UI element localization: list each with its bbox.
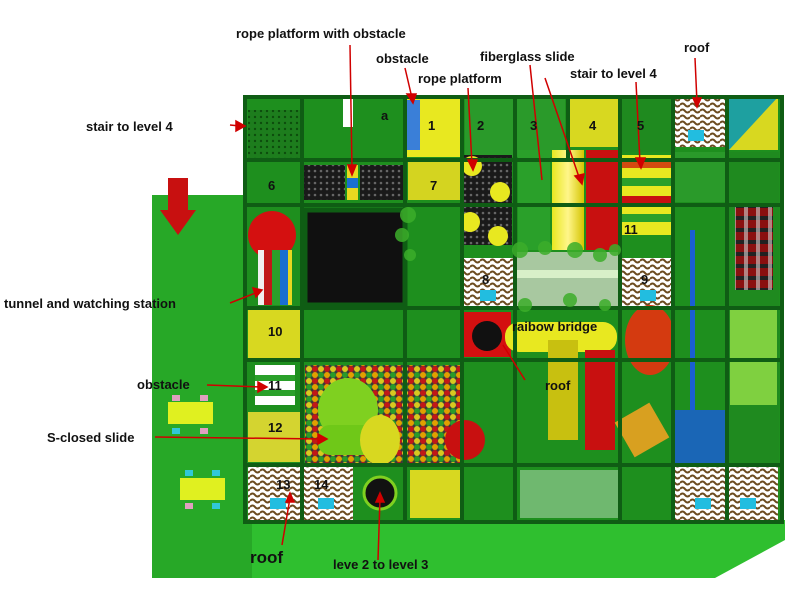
tunnel-red-dome — [248, 211, 296, 259]
zone-12-block — [248, 412, 300, 462]
stair-right-band-4 — [622, 214, 672, 222]
chair-8 — [212, 503, 220, 509]
zone-8-panel — [480, 290, 496, 301]
zone-label-9: 9 — [641, 272, 649, 287]
annotation-arrows — [154, 44, 703, 561]
rope-net-b — [360, 165, 405, 200]
fiberglass-slide-red — [586, 150, 620, 250]
roof-bottom-right-panel-a — [695, 498, 711, 509]
label-roof-top: roof — [684, 40, 710, 55]
zone-5-block — [621, 97, 671, 152]
zone-label-12: 12 — [268, 420, 283, 435]
roof-bottom-panel-14 — [318, 498, 334, 509]
stair-top-left — [248, 110, 300, 162]
chair-4 — [200, 428, 208, 434]
zone-11-obstacle-stripe — [255, 375, 295, 381]
zone-label-5: 5 — [637, 118, 645, 133]
label-stair-to-level-4-left: stair to level 4 — [86, 119, 173, 134]
frame-grid — [243, 95, 784, 524]
zone-label-6: 6 — [268, 178, 276, 193]
red-box-hole — [472, 321, 502, 351]
red-capsule — [625, 305, 675, 375]
label-rope-platform: rope platform — [418, 71, 502, 86]
zone-3-block — [515, 97, 565, 157]
chair-3 — [172, 428, 180, 434]
zone-label-4: 4 — [589, 118, 597, 133]
label-roof-mid: roof — [545, 378, 571, 393]
yellow-tube-horizontal — [505, 322, 617, 352]
tunnel-tube — [258, 250, 292, 305]
stripe-panel-right — [730, 310, 777, 405]
dark-pit — [305, 210, 405, 305]
zone-label-a: a — [381, 108, 389, 123]
blue-pole — [690, 230, 695, 410]
zone-label-2: 2 — [477, 118, 485, 133]
roof-top-right-panel — [688, 130, 704, 141]
zone-11-obstacle-stripe2 — [255, 390, 295, 396]
table-bottom — [180, 478, 225, 500]
zone-9-panel — [640, 290, 656, 301]
stair-right-band-3 — [622, 196, 672, 204]
zone-1-blue-tube — [406, 100, 420, 150]
zone-label-13: 13 — [276, 477, 291, 492]
chair-7 — [185, 503, 193, 509]
zone-label-11: 11 — [268, 378, 282, 393]
zone-label-1: 1 — [428, 118, 436, 133]
mid-right-block — [675, 410, 725, 465]
rainbow-bridge-stripe — [515, 270, 620, 278]
s-slide-lower — [360, 415, 400, 465]
stair-right-band-2 — [622, 178, 672, 186]
structure-notch — [343, 97, 353, 127]
label-obstacle-top: obstacle — [376, 51, 429, 66]
rope-net-a — [303, 165, 345, 200]
label-roof-bottom: roof — [250, 548, 284, 567]
rope-obstacle-post-blue — [347, 178, 358, 188]
label-raibow-bridge: raibow bridge — [512, 319, 598, 334]
zone-label-7: 7 — [430, 178, 438, 193]
zone-label-14: 14 — [314, 477, 329, 492]
zone-7-block — [408, 158, 460, 200]
label-s-closed-slide: S-closed slide — [47, 430, 135, 445]
zone-label-10: 10 — [268, 324, 283, 339]
plaid-panel — [735, 205, 773, 290]
zone-6-block — [248, 165, 300, 203]
mid-lower-panel — [614, 402, 670, 458]
rope-disc-3 — [460, 212, 480, 232]
fiberglass-slide-yellow — [552, 150, 584, 250]
rope-disc-4 — [488, 226, 508, 246]
label-stair-to-level-4-right: stair to level 4 — [570, 66, 657, 81]
rope-disc-2 — [490, 182, 510, 202]
chair-2 — [200, 395, 208, 401]
roof-bottom-right-panel-b — [740, 498, 756, 509]
bottom-mid-block — [410, 470, 460, 518]
bottom-green-tubes — [520, 470, 620, 518]
zone-2-block — [465, 97, 513, 157]
label-tunnel-and-watching-station: tunnel and watching station — [4, 296, 176, 311]
table-top — [168, 402, 213, 424]
label-rope-platform-with-obstacle: rope platform with obstacle — [236, 26, 406, 41]
zone-4-block — [567, 97, 619, 147]
chair-6 — [212, 470, 220, 476]
entrance-arrow — [160, 178, 196, 235]
zone-label-11b: 11 — [624, 222, 638, 237]
zone-10-block — [248, 310, 300, 358]
chair-1 — [172, 395, 180, 401]
zone-label-8: 8 — [482, 272, 490, 287]
stair-right-band-1 — [622, 160, 672, 168]
foliage — [395, 207, 621, 312]
zone-label-3: 3 — [530, 118, 538, 133]
yellow-tube-vertical — [548, 340, 578, 440]
corner-panel-yellow — [729, 97, 778, 150]
red-dome-lower — [445, 420, 485, 460]
fiberglass-slide-left — [518, 150, 550, 250]
red-column — [585, 350, 615, 450]
label-fiberglass-slide: fiberglass slide — [480, 49, 575, 64]
label-obstacle-left: obstacle — [137, 377, 190, 392]
chair-5 — [185, 470, 193, 476]
label-leve-2-to-level-3: leve 2 to level 3 — [333, 557, 429, 572]
roof-bottom-panel-13 — [270, 498, 286, 509]
